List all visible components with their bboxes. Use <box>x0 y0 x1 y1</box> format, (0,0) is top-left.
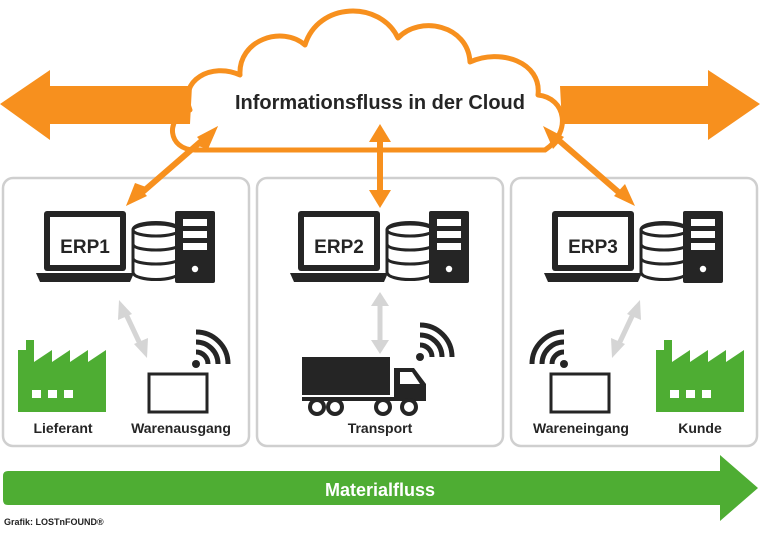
erp3-label: ERP3 <box>568 237 618 258</box>
server-icon <box>175 211 215 283</box>
scanner-icon <box>147 372 209 414</box>
cloud-erp2-arrow <box>369 124 391 208</box>
server-icon <box>683 211 723 283</box>
wareneingang-label: Wareneingang <box>533 420 629 436</box>
image-credit: Grafik: LOSTnFOUND® <box>4 517 104 527</box>
warenausgang-label: Warenausgang <box>131 420 231 436</box>
database-icon <box>385 221 435 281</box>
server-icon <box>429 211 469 283</box>
truck-icon <box>302 357 426 416</box>
sync-arrow-erp3 <box>611 300 641 358</box>
cloud-title: Informationsfluss in der Cloud <box>235 92 525 114</box>
transport-label: Transport <box>348 420 413 436</box>
cloud-erp1-arrow <box>126 126 218 206</box>
database-icon <box>131 221 181 281</box>
material-flow-label: Materialfluss <box>325 480 435 500</box>
info-flow-arrow-right <box>560 70 760 140</box>
cloud-erp3-arrow <box>543 126 635 206</box>
sync-arrow-erp1 <box>118 300 148 358</box>
material-flow-arrow <box>3 455 758 521</box>
database-icon <box>639 221 689 281</box>
cloud <box>170 8 565 153</box>
info-flow-arrow-left <box>0 70 192 140</box>
scanner-icon <box>549 372 611 414</box>
erp1-label: ERP1 <box>60 237 110 258</box>
sync-arrow-erp2 <box>371 292 389 354</box>
erp2-label: ERP2 <box>314 237 364 258</box>
kunde-label: Kunde <box>678 420 722 436</box>
lieferant-label: Lieferant <box>33 420 92 436</box>
